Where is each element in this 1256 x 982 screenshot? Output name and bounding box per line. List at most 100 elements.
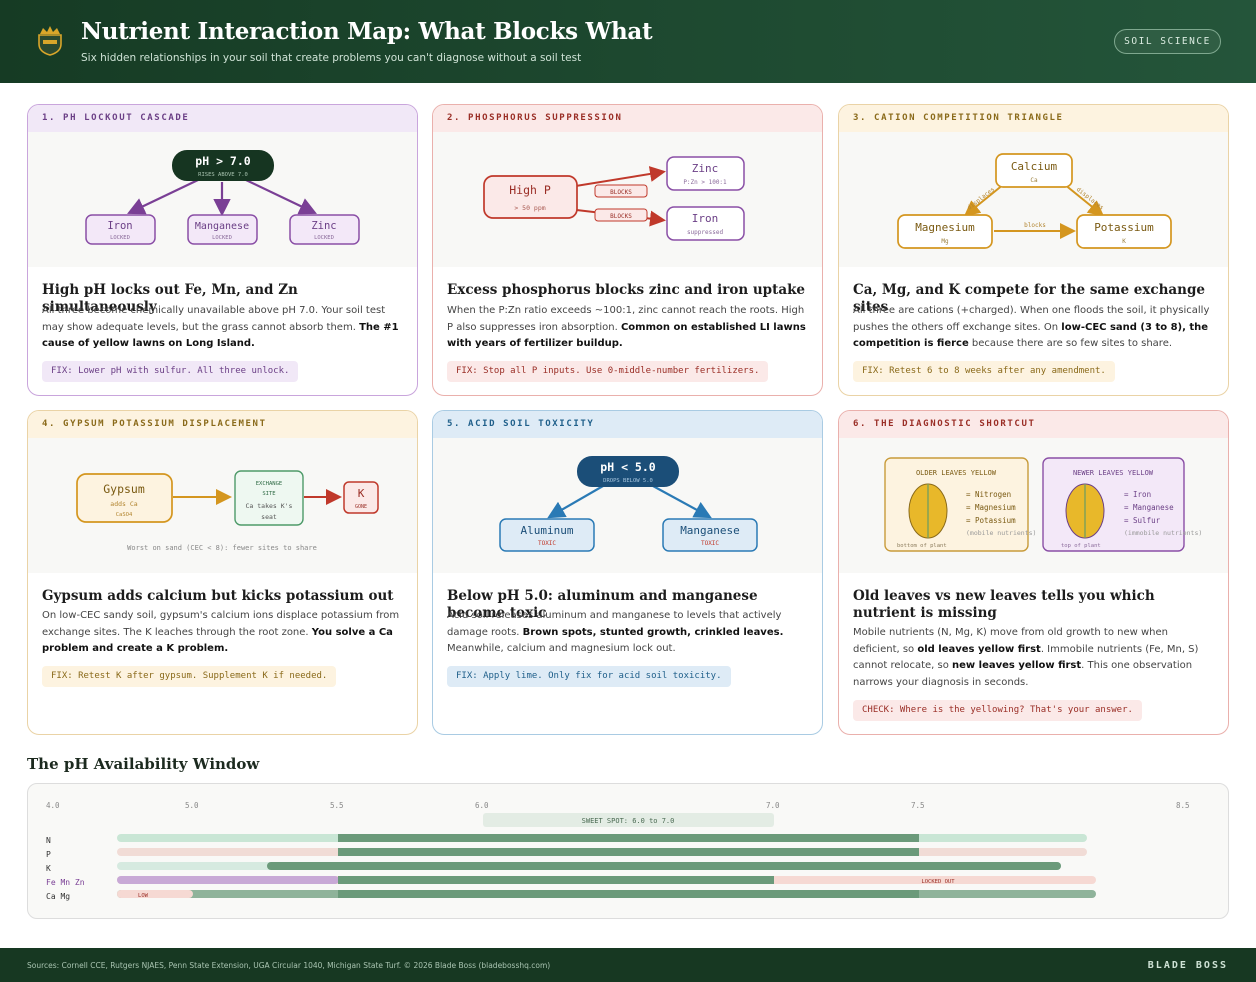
bar-fe-optimal: [338, 876, 774, 884]
node-calcium-sub: Ca: [1030, 177, 1038, 184]
tick-5-0: 5.0: [185, 801, 199, 810]
card-title: Ca, Mg, and K compete for the same excha…: [853, 282, 1206, 315]
card-title: Gypsum adds calcium but kicks potassium …: [42, 588, 394, 604]
card-body: Mobile nutrients (N, Mg, K) move from ol…: [853, 627, 1199, 688]
bar-fe-low: [117, 876, 339, 884]
card-header: 1. PH LOCKOUT CASCADE: [28, 105, 417, 132]
card-body: All three become chemically unavailable …: [42, 305, 399, 350]
node-zinc: Zinc: [692, 162, 719, 175]
card-diagram: Gypsum adds Ca CaSO4 EXCHANGE SITE Ca ta…: [28, 438, 417, 573]
card-diagram: OLDER LEAVES YELLOW = Nitrogen = Magnesi…: [839, 438, 1228, 573]
node-exchange-4: seat: [261, 513, 277, 521]
ph-high-label: pH > 7.0: [195, 154, 250, 168]
node-iron: Iron: [107, 220, 132, 232]
ph-low-sub: DROPS BELOW 5.0: [603, 478, 653, 484]
row-label-fe-mn-zn: Fe Mn Zn: [46, 878, 85, 887]
ph-low-label: pH < 5.0: [600, 460, 655, 474]
node-magnesium-sub: Mg: [941, 238, 949, 245]
node-magnesium: Magnesium: [915, 221, 975, 234]
card-header: 2. PHOSPHORUS SUPPRESSION: [433, 105, 822, 132]
old-item-mg: = Magnesium: [966, 503, 1016, 512]
tick-5-5: 5.5: [330, 801, 344, 810]
node-zinc-sub: P:Zn > 100:1: [683, 179, 727, 186]
card-title: High pH locks out Fe, Mn, and Zn simulta…: [42, 282, 298, 315]
node-manganese: Manganese: [680, 524, 740, 537]
edge-blocks-iron: BLOCKS: [610, 213, 632, 220]
card-title: Excess phosphorus blocks zinc and iron u…: [447, 282, 806, 298]
new-item-fe: = Iron: [1124, 490, 1151, 499]
bar-p-optimal: [338, 848, 919, 856]
node-manganese-sub: LOCKED: [212, 235, 232, 241]
tick-4-0: 4.0: [46, 801, 60, 810]
edge-right: displaces: [1075, 186, 1105, 212]
new-foot: top of plant: [1061, 543, 1101, 549]
card-header: 4. GYPSUM POTASSIUM DISPLACEMENT: [28, 411, 417, 438]
card-header: 3. CATION COMPETITION TRIANGLE: [839, 105, 1228, 132]
card-phosphorus: 2. PHOSPHORUS SUPPRESSION High P > 50 pp…: [432, 104, 823, 396]
row-label-k: K: [46, 864, 51, 873]
node-high-p-sub: > 50 ppm: [514, 204, 545, 212]
card-diagram: Calcium Ca Magnesium Mg Potassium K disp…: [839, 132, 1228, 267]
node-gypsum-sub1: adds Ca: [110, 500, 137, 508]
node-high-p: High P: [509, 183, 551, 197]
edge-bottom: blocks: [1024, 222, 1046, 229]
card-body: All three are cations (+charged). When o…: [853, 305, 1210, 350]
ph-window-panel: 4.0 5.0 5.5 6.0 7.0 7.5 8.5 SWEET SPOT: …: [27, 783, 1229, 919]
bar-camg-low: [117, 890, 193, 898]
card-cation-triangle: 3. CATION COMPETITION TRIANGLE Calcium C…: [838, 104, 1229, 396]
card-title: Below pH 5.0: aluminum and manganese bec…: [447, 588, 758, 621]
node-zinc-sub: LOCKED: [314, 235, 334, 241]
page-title: Nutrient Interaction Map: What Blocks Wh…: [81, 18, 653, 45]
sweet-spot-label: SWEET SPOT: 6.0 to 7.0: [582, 817, 675, 825]
card-diagram: pH > 7.0 RISES ABOVE 7.0 Iron LOCKED Man…: [28, 132, 417, 267]
category-badge: SOIL SCIENCE: [1114, 29, 1221, 54]
fix-note: FIX: Lower pH with sulfur. All three unl…: [42, 361, 299, 382]
card-header: 5. ACID SOIL TOXICITY: [433, 411, 822, 438]
card-ph-lockout: 1. PH LOCKOUT CASCADE pH > 7.0 RISES ABO…: [27, 104, 418, 396]
fix-note: FIX: Retest K after gypsum. Supplement K…: [42, 666, 337, 687]
node-exchange-2: SITE: [262, 491, 275, 497]
old-foot: bottom of plant: [897, 543, 947, 549]
page-subtitle: Six hidden relationships in your soil th…: [81, 52, 582, 64]
old-leaves-title: OLDER LEAVES YELLOW: [916, 469, 997, 477]
node-gypsum-sub2: CaSO4: [116, 512, 133, 518]
new-note: (immobile nutrients): [1124, 529, 1202, 537]
ph-high-sub: RISES ABOVE 7.0: [198, 172, 248, 178]
diagram-note: Worst on sand (CEC < 8): fewer sites to …: [127, 544, 317, 552]
card-diagram: pH < 5.0 DROPS BELOW 5.0 Aluminum TOXIC …: [433, 438, 822, 573]
node-k: K: [358, 487, 365, 500]
tick-7-0: 7.0: [766, 801, 780, 810]
node-iron-sub: LOCKED: [110, 235, 130, 241]
edge-blocks-zinc: BLOCKS: [610, 189, 632, 196]
node-potassium: Potassium: [1094, 221, 1154, 234]
tick-7-5: 7.5: [911, 801, 925, 810]
low-tag: LOW: [138, 893, 149, 899]
sources-text: Sources: Cornell CCE, Rutgers NJAES, Pen…: [27, 961, 551, 970]
fix-note: FIX: Apply lime. Only fix for acid soil …: [447, 666, 731, 687]
row-label-p: P: [46, 850, 51, 859]
card-gypsum: 4. GYPSUM POTASSIUM DISPLACEMENT Gypsum …: [27, 410, 418, 735]
old-note: (mobile nutrients): [966, 529, 1036, 537]
crown-shield-icon: [38, 26, 62, 56]
brand-name: BLADE BOSS: [1147, 960, 1228, 971]
row-label-ca-mg: Ca Mg: [46, 892, 70, 901]
new-item-s: = Sulfur: [1124, 516, 1161, 525]
node-potassium-sub: K: [1122, 238, 1126, 245]
card-body: Acid soil releases aluminum and manganes…: [447, 610, 784, 655]
page-footer: Sources: Cornell CCE, Rutgers NJAES, Pen…: [0, 948, 1256, 982]
card-acid-toxicity: 5. ACID SOIL TOXICITY pH < 5.0 DROPS BEL…: [432, 410, 823, 735]
bar-camg-optimal: [338, 890, 919, 898]
fix-note: FIX: Stop all P inputs. Use 0-middle-num…: [447, 361, 769, 382]
card-body: On low-CEC sandy soil, gypsum's calcium …: [42, 610, 400, 655]
fix-note: FIX: Retest 6 to 8 weeks after any amend…: [853, 361, 1115, 382]
node-iron: Iron: [692, 212, 719, 225]
new-leaves-title: NEWER LEAVES YELLOW: [1073, 469, 1154, 477]
node-calcium: Calcium: [1011, 160, 1058, 173]
node-zinc: Zinc: [311, 220, 336, 232]
locked-out-tag: LOCKED OUT: [921, 879, 955, 885]
card-header: 6. THE DIAGNOSTIC SHORTCUT: [839, 411, 1228, 438]
card-diagnostic: 6. THE DIAGNOSTIC SHORTCUT OLDER LEAVES …: [838, 410, 1229, 735]
node-aluminum-sub: TOXIC: [538, 540, 556, 547]
page-header: Nutrient Interaction Map: What Blocks Wh…: [0, 0, 1256, 83]
bar-k-optimal: [267, 862, 1061, 870]
